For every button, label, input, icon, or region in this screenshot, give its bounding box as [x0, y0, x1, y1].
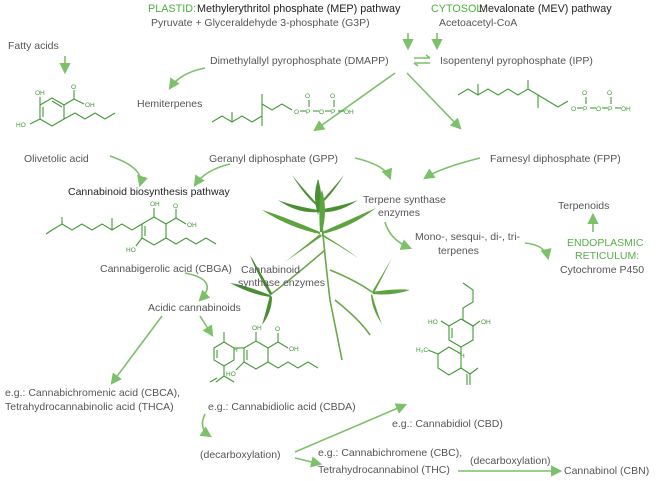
arrow-gpp-to-terpene	[354, 157, 393, 181]
acidic-cannabinoids-label: Acidic cannabinoids	[148, 302, 241, 314]
dmapp-label: Dimethylallyl pyrophosphate (DMAPP)	[210, 55, 389, 67]
arrow-dmapp-hemiterpenes	[168, 67, 206, 90]
svg-text:P: P	[306, 109, 310, 116]
svg-text:O: O	[173, 203, 178, 210]
fpp-structure: O P O P OH O O	[457, 80, 631, 113]
fatty-acids-label: Fatty acids	[8, 40, 59, 52]
decarboxylation-label: (decarboxylation)	[200, 449, 281, 461]
arrow-cbda-to-decarb	[199, 413, 212, 438]
svg-text:O: O	[71, 84, 76, 91]
arrow-terpene-to-mono	[384, 221, 413, 250]
thca-label: Tetrahydrocannabinolic acid (THCA)	[5, 401, 174, 413]
svg-text:O: O	[275, 326, 280, 333]
svg-text:H: H	[233, 347, 238, 354]
cytosol-substrate: Acetoacetyl-CoA	[439, 17, 517, 29]
cannabinoid-pathway-title: Cannabinoid biosynthesis pathway	[68, 186, 230, 198]
svg-text:HO: HO	[16, 122, 26, 129]
svg-text:P: P	[331, 109, 335, 116]
svg-text:O: O	[582, 90, 587, 97]
plastid-tag: PLASTID:	[148, 3, 196, 15]
svg-text:OH: OH	[289, 346, 299, 353]
cannabinoid-synthase-label-2: synthase enzymes	[238, 277, 325, 289]
oh-atom: OH	[35, 90, 45, 97]
svg-text:OH: OH	[85, 102, 95, 109]
ch3-label: H₃C	[416, 347, 428, 354]
svg-text:OH: OH	[621, 106, 631, 113]
terpenoids-label: Terpenoids	[558, 200, 609, 212]
hemiterpenes-label: Hemiterpenes	[137, 98, 202, 110]
arrow-gpp-to-cbga	[193, 163, 231, 187]
olivetolic-acid-label: Olivetolic acid	[24, 153, 89, 165]
svg-text:OH: OH	[150, 201, 160, 208]
cytochrome-label: Cytochrome P450	[560, 264, 644, 276]
cbda-label: e.g.: Cannabidiolic acid (CBDA)	[208, 401, 356, 413]
svg-text:O: O	[571, 106, 576, 113]
cbd-structure: OH HO H₃C H	[416, 282, 491, 385]
svg-text:P: P	[608, 106, 612, 113]
arrow-acidic-to-cbda	[199, 315, 214, 337]
svg-text:H: H	[460, 353, 465, 360]
svg-text:HO: HO	[126, 247, 136, 254]
arrow-to-gpp	[313, 72, 396, 132]
mev-pathway-title: Mevalonate (MEV) pathway	[479, 3, 612, 15]
svg-text:OH: OH	[187, 222, 197, 229]
arrow-decarb-to-cbd	[294, 403, 408, 453]
svg-text:OH: OH	[252, 325, 262, 332]
gpp-structure: O P O P OH O O	[211, 93, 354, 126]
cbd-label: e.g.: Cannabidiol (CBD)	[392, 418, 503, 430]
arrow-acidic-to-cbca	[110, 315, 163, 385]
terpene-synthase-label-1: Terpene synthase	[363, 194, 446, 206]
olivetolic-acid-structure: OH O OH HO	[16, 84, 116, 129]
cannabis-plant-image	[230, 175, 410, 361]
cbga-structure: OH O OH HO	[45, 201, 217, 254]
arrow-mono-to-er	[524, 242, 552, 261]
svg-text:OH: OH	[344, 109, 354, 116]
cbga-label: Cannabigerolic acid (CBGA)	[100, 263, 232, 275]
svg-text:O: O	[607, 90, 612, 97]
svg-text:O: O	[330, 93, 335, 100]
arrow-to-fpp	[406, 72, 462, 130]
arrow-olivetolic-to-cbga	[109, 155, 148, 188]
svg-text:O: O	[305, 93, 310, 100]
mep-pathway-title: Methylerythritol phosphate (MEP) pathway	[197, 3, 401, 15]
mono-sesqui-label-1: Mono-, sesqui-, di-, tri-	[415, 231, 521, 243]
svg-text:OH: OH	[481, 319, 491, 326]
cannabinoid-synthase-label-1: Cannabinoid	[241, 264, 300, 276]
svg-text:O: O	[596, 106, 601, 113]
svg-text:HO: HO	[428, 319, 438, 326]
svg-text:O: O	[319, 109, 324, 116]
plastid-header: PLASTID: Methylerythritol phosphate (MEP…	[148, 3, 401, 29]
svg-text:HO: HO	[226, 371, 236, 378]
cbn-label: Cannabinol (CBN)	[564, 465, 649, 477]
cytosol-header: CYTOSOL: Mevalonate (MEV) pathway Acetoa…	[431, 3, 612, 29]
er-label-1: ENDOPLASMIC	[567, 237, 644, 249]
ipp-label: Isopentenyl pyrophosphate (IPP)	[440, 55, 593, 67]
arrow-decarb-to-cbc	[294, 456, 323, 468]
plastid-substrates: Pyruvate + Glyceraldehyde 3-phosphate (G…	[151, 17, 370, 29]
mono-sesqui-label-2: terpenes	[438, 245, 479, 257]
cytosol-tag: CYTOSOL:	[431, 3, 485, 15]
fpp-label: Farnesyl diphosphate (FPP)	[490, 153, 621, 165]
gpp-label: Geranyl diphosphate (GPP)	[209, 153, 338, 165]
arrow-fpp-to-terpene	[423, 157, 481, 180]
svg-text:O: O	[294, 109, 299, 116]
thc-label: Tetrahydrocannabinol (THC)	[318, 464, 450, 476]
decarboxylation-label-2: (decarboxylation)	[470, 455, 551, 467]
cbda-structure: H OH O OH HO	[209, 325, 319, 383]
svg-text:P: P	[583, 106, 587, 113]
er-label-2: RETICULUM:	[575, 250, 639, 262]
terpene-synthase-label-2: enzymes	[378, 207, 420, 219]
dmapp-ipp-equilibrium	[413, 54, 431, 67]
cbc-label: e.g.: Cannabichromene (CBC),	[318, 447, 462, 459]
cbca-label: e.g.: Cannabichromenic acid (CBCA),	[5, 387, 180, 399]
arrow-cbga-to-acidic	[184, 272, 211, 302]
